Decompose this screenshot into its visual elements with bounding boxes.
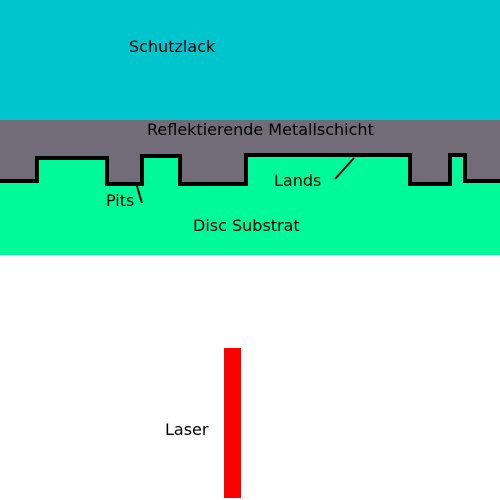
laser-label: Laser [165, 420, 209, 439]
lands-label: Lands [274, 171, 321, 190]
pits-label: Pits [106, 191, 134, 210]
disc-substrate-layer [0, 155, 500, 255]
protective-layer-label: Schutzlack [129, 37, 216, 56]
protective-lacquer-layer [0, 0, 500, 120]
laser-beam [224, 348, 241, 498]
metal-layer-label: Reflektierende Metallschicht [147, 120, 374, 139]
substrate-label: Disc Substrat [193, 216, 300, 235]
pits-pointer-line [136, 185, 143, 204]
pit-land-surface-outline [0, 153, 500, 186]
lands-pointer-line [334, 157, 355, 180]
